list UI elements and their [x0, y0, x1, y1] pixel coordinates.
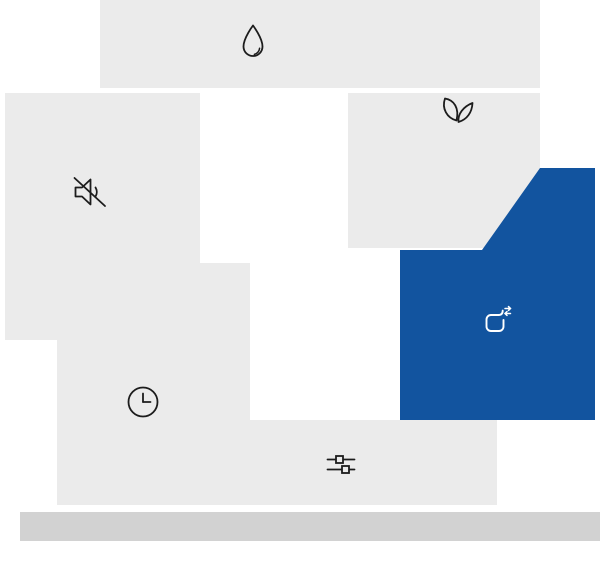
sliders-icon [326, 455, 356, 474]
leaves-icon [443, 97, 474, 123]
bottom-bar [20, 512, 600, 541]
water-drop-icon [242, 24, 264, 57]
tile-settings[interactable] [57, 420, 497, 505]
clock-icon [127, 386, 159, 418]
speaker-muted-icon [73, 177, 106, 207]
tap-refresh-icon [485, 305, 512, 332]
tile-water[interactable] [100, 0, 540, 88]
